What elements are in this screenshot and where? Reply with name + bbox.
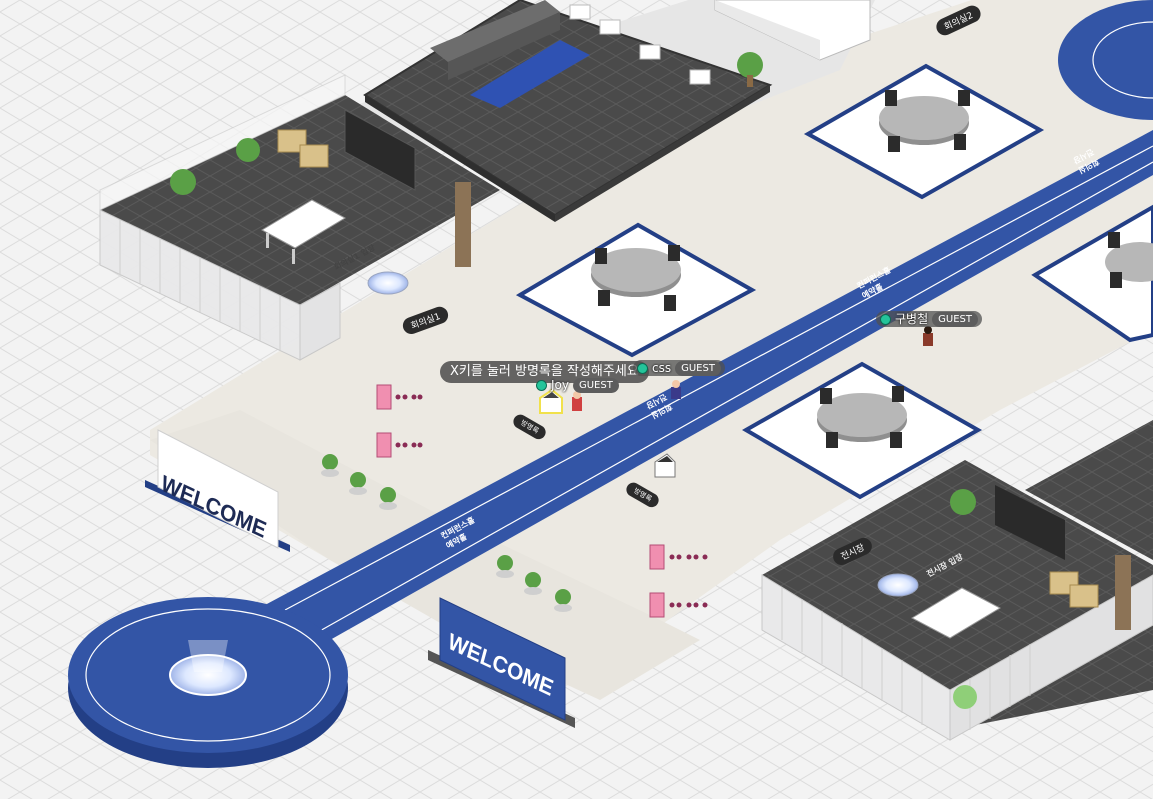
exhibition-hall-portal[interactable] [877,573,919,597]
right-dark-area [1025,420,1153,560]
player-name: css [652,361,672,375]
guest-badge: GUEST [675,360,721,376]
lounge-room [363,0,773,222]
player-tag-joy[interactable]: Joy GUEST [536,377,619,393]
meeting-table-right[interactable] [1031,204,1153,343]
welcome-sign-front [428,597,575,728]
player-name: 구병철 [895,312,929,326]
player-name: Joy [551,378,569,392]
guestbook-kiosk-1[interactable] [539,388,563,414]
online-status-icon [880,313,891,325]
meeting-table-top[interactable] [803,63,1045,200]
meeting-table-center[interactable] [515,222,757,358]
avatar-player[interactable] [572,391,582,411]
online-status-icon [536,379,547,391]
meeting-room-1-portal[interactable] [367,271,409,295]
player-tag-css[interactable]: css GUEST [633,360,725,376]
spawn-pad [68,597,348,768]
spawn-portal[interactable] [169,654,247,696]
guest-badge: GUEST [932,311,978,327]
avatar-css[interactable] [671,380,681,399]
top-right-portal-pad [1058,0,1153,120]
top-right-room [714,0,871,61]
exhibition-hall [761,460,1153,741]
player-tag-구병철[interactable]: 구병철 GUEST [876,311,982,327]
welcome-sign-left [145,429,290,552]
online-status-icon [637,362,648,374]
meeting-room-1 [99,74,500,361]
plant-pots [321,454,572,612]
meeting-table-lower[interactable] [742,361,983,500]
guestbook-kiosk-2[interactable] [654,453,676,478]
kiosks[interactable] [376,384,708,618]
avatar-구병철[interactable] [923,326,933,346]
guest-badge: GUEST [572,377,619,393]
